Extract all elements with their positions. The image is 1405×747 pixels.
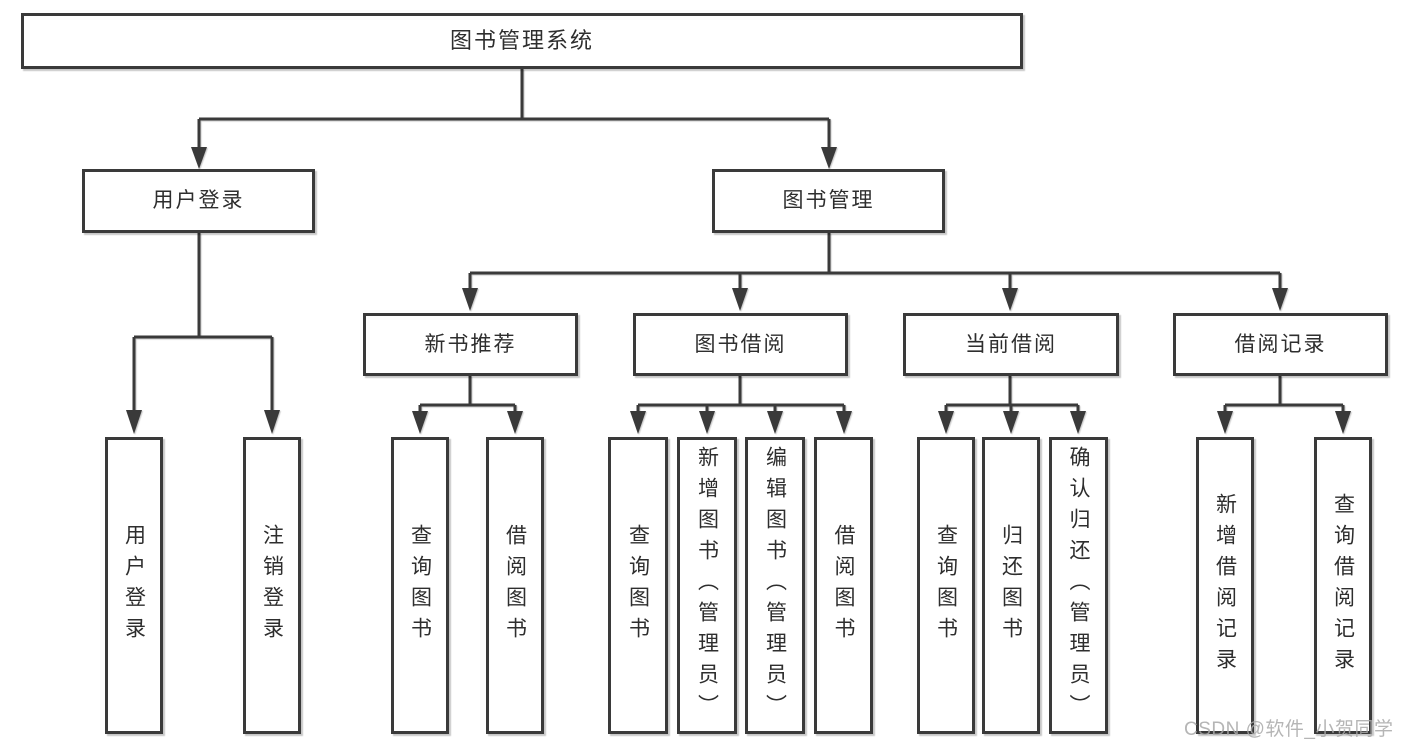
node-label: 借阅图书	[503, 523, 527, 648]
node-label: 图书管理	[782, 189, 875, 213]
node-user-login: 用户登录	[82, 169, 315, 233]
node-leaf-logout: 注销登录	[243, 437, 301, 734]
node-library-management-system: 图书管理系统	[21, 13, 1023, 69]
csdn-watermark: CSDN @软件_小贺同学	[1184, 719, 1394, 740]
node-label: 注销登录	[260, 523, 284, 648]
node-leaf-query-borrow-record: 查询借阅记录	[1314, 437, 1372, 734]
node-leaf-query-books-1: 查询图书	[391, 437, 449, 734]
node-leaf-add-borrow-record: 新增借阅记录	[1196, 437, 1254, 734]
node-leaf-borrow-books-1: 借阅图书	[486, 437, 544, 734]
node-borrowing-records: 借阅记录	[1173, 313, 1388, 376]
node-current-borrowing: 当前借阅	[903, 313, 1119, 376]
node-label: 查询借阅记录	[1331, 492, 1355, 679]
node-label: 归还图书	[999, 523, 1023, 648]
node-label: 用户登录	[122, 523, 146, 648]
node-leaf-query-books-2: 查询图书	[608, 437, 668, 734]
connector-borrow-records-to-leaves	[1217, 376, 1351, 434]
node-label: 用户登录	[152, 189, 245, 213]
connector-current-borrow-to-leaves	[938, 376, 1086, 434]
node-label: 确认归还（管理员）	[1067, 446, 1090, 725]
node-label: 新增图书（管理员）	[695, 446, 719, 725]
node-label: 图书管理系统	[449, 27, 594, 53]
connector-user-login-to-leaves	[126, 233, 280, 434]
node-label: 新书推荐	[424, 332, 517, 356]
node-label: 查询图书	[934, 523, 958, 648]
node-book-borrowing: 图书借阅	[633, 313, 848, 376]
node-leaf-borrow-books-2: 借阅图书	[814, 437, 873, 734]
node-label: 查询图书	[626, 523, 650, 648]
node-leaf-user-login: 用户登录	[105, 437, 163, 734]
node-label: 新增借阅记录	[1213, 492, 1237, 679]
node-label: 编辑图书（管理员）	[763, 446, 787, 725]
node-label: 当前借阅	[965, 332, 1057, 356]
connector-new-book-rec-to-leaves	[412, 376, 523, 434]
node-leaf-confirm-return-admin: 确认归还（管理员）	[1049, 437, 1108, 734]
node-new-book-recommendation: 新书推荐	[363, 313, 578, 376]
node-book-management: 图书管理	[712, 169, 945, 233]
node-label: 图书借阅	[694, 332, 787, 356]
connector-root-to-level2	[191, 69, 837, 169]
node-label: 查询图书	[408, 523, 432, 648]
node-label: 借阅记录	[1234, 332, 1327, 356]
node-leaf-return-book: 归还图书	[982, 437, 1040, 734]
node-leaf-edit-book-admin: 编辑图书（管理员）	[745, 437, 805, 734]
connector-book-mgmt-to-level3	[462, 233, 1288, 311]
node-label: 借阅图书	[832, 523, 855, 648]
node-leaf-add-book-admin: 新增图书（管理员）	[677, 437, 737, 734]
node-leaf-query-books-3: 查询图书	[917, 437, 975, 734]
connector-book-borrow-to-leaves	[630, 376, 852, 434]
